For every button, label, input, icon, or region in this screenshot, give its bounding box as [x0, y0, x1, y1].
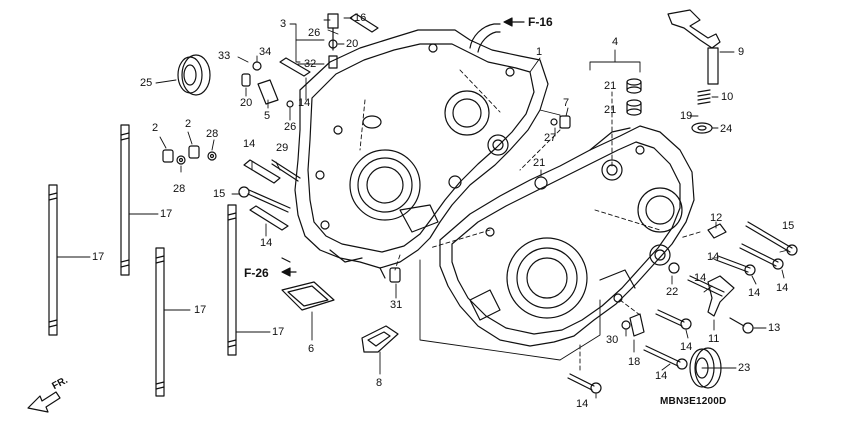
right-crankcase-half	[439, 125, 695, 347]
alignment-lines	[359, 69, 701, 371]
callout-31: 31	[390, 299, 403, 311]
small-parts-top	[241, 13, 379, 108]
callout-30: 30	[606, 334, 619, 346]
left-crankcase-half	[294, 23, 549, 279]
callout-9: 9	[738, 46, 745, 58]
callout-15: 15	[213, 188, 226, 200]
front-direction-arrow	[27, 391, 61, 413]
callout-17: 17	[272, 326, 285, 338]
bolts-left	[238, 159, 301, 231]
cover-8	[361, 325, 399, 353]
callout-33: 33	[218, 50, 231, 62]
callout-14: 14	[298, 97, 311, 109]
callout-18: 18	[628, 356, 641, 368]
callout-17: 17	[160, 208, 173, 220]
callout-28: 28	[206, 128, 219, 140]
callout-6: 6	[308, 343, 315, 355]
leader-lines	[56, 17, 789, 399]
callout-34: 34	[259, 46, 272, 58]
callout-15: 15	[782, 220, 795, 232]
callout-1: 1	[536, 46, 543, 58]
callout-21: 21	[604, 104, 617, 116]
callout-20: 20	[346, 38, 359, 50]
callout-11: 11	[708, 333, 720, 345]
spring-10	[697, 89, 711, 105]
callout-28: 28	[173, 183, 186, 195]
callout-23: 23	[738, 362, 751, 374]
callout-29: 29	[276, 142, 289, 154]
bushings-21	[534, 78, 642, 190]
callout-3: 3	[280, 18, 287, 30]
dowel-pins	[162, 145, 217, 165]
callout-24: 24	[720, 123, 733, 135]
callout-10: 10	[721, 91, 734, 103]
callout-14: 14	[576, 398, 589, 410]
callout-2: 2	[152, 122, 159, 134]
catalog-code: MBN3E1200D	[660, 396, 727, 407]
callout-21: 21	[533, 157, 546, 169]
callout-26: 26	[308, 27, 321, 39]
callout-14: 14	[260, 237, 273, 249]
callout-27: 27	[544, 132, 557, 144]
small-parts-right	[550, 115, 735, 337]
callout-16: 16	[354, 12, 367, 24]
callout-2: 2	[185, 118, 192, 130]
oil-seal-25	[177, 54, 211, 96]
callout-8: 8	[376, 377, 383, 389]
stud-bolts	[48, 124, 237, 397]
callout-13: 13	[768, 322, 781, 334]
callout-14: 14	[655, 370, 668, 382]
callout-12: 12	[710, 212, 723, 224]
callout-14: 14	[776, 282, 789, 294]
callout-14: 14	[694, 272, 707, 284]
reference-f16[interactable]: F-16	[528, 15, 553, 29]
callout-14: 14	[680, 341, 693, 353]
plug-31	[389, 267, 401, 283]
callout-22: 22	[666, 286, 679, 298]
reference-f26[interactable]: F-26	[244, 266, 269, 280]
callout-5: 5	[264, 110, 271, 122]
callout-17: 17	[194, 304, 207, 316]
callout-14: 14	[707, 251, 720, 263]
callout-26: 26	[284, 121, 297, 133]
callout-14: 14	[243, 138, 256, 150]
callout-7: 7	[563, 97, 570, 109]
callout-32: 32	[304, 58, 317, 70]
assembly-bracket	[419, 109, 601, 361]
reference-arrows	[281, 17, 525, 277]
shift-arm-9	[667, 9, 721, 85]
callout-20: 20	[240, 97, 253, 109]
callout-4: 4	[612, 36, 619, 48]
bolts-right	[567, 221, 798, 394]
strainer-6	[281, 281, 335, 311]
callout-19: 19	[680, 110, 693, 122]
callout-25: 25	[140, 77, 153, 89]
washer-24	[691, 122, 713, 134]
callout-21: 21	[604, 80, 617, 92]
callout-17: 17	[92, 251, 105, 263]
callout-14: 14	[748, 287, 761, 299]
